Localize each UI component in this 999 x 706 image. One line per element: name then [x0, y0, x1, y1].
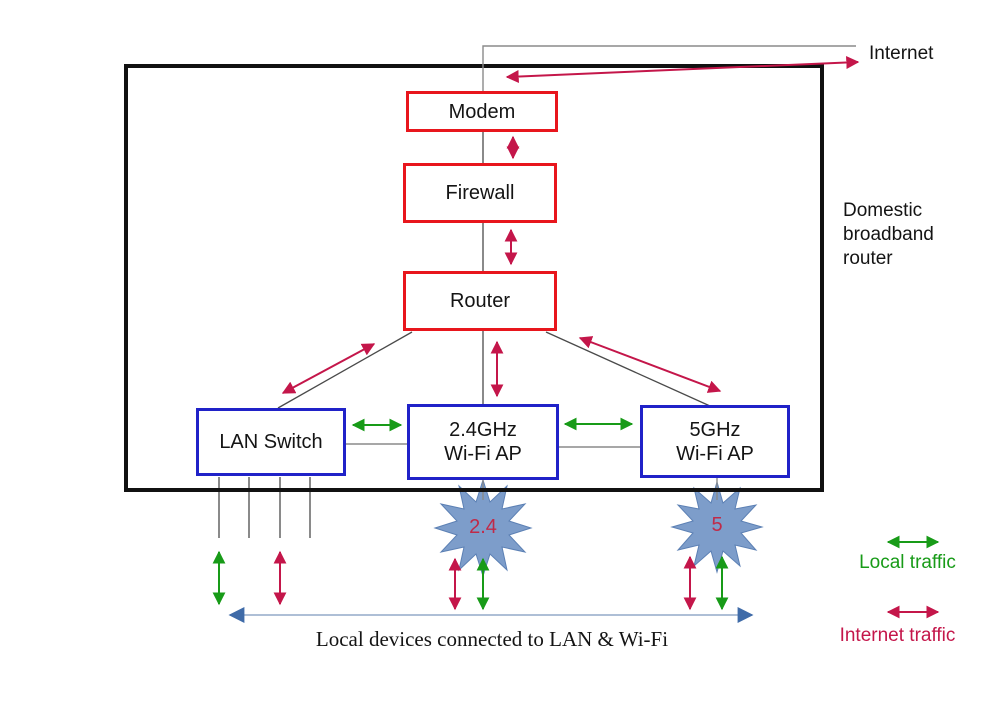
router-ap5-arrow [578, 336, 722, 393]
internet-uplink-line [482, 45, 856, 92]
domestic-broadband-router-label: Domestic broadband router [843, 200, 934, 269]
broadband-router-enclosure-box [124, 64, 824, 492]
node-wifi-ap-2-4ghz: 2.4GHz Wi-Fi AP [407, 404, 559, 480]
physical-link-lines [277, 45, 856, 448]
firewall-label: Firewall [445, 182, 515, 204]
lan-port-lines [218, 477, 718, 538]
legend-internet-traffic-label: Internet traffic [839, 625, 956, 646]
node-firewall: Firewall [403, 163, 557, 223]
lan-switch-label: LAN Switch [219, 431, 323, 453]
star-5ghz-label: 5 [711, 514, 723, 536]
internet-arrow [505, 56, 860, 83]
internet-label: Internet [869, 43, 934, 64]
ap24-label-line2: Wi-Fi AP [444, 443, 522, 465]
local-traffic-arrows [212, 417, 940, 611]
ap5-label-line2: Wi-Fi AP [676, 442, 754, 465]
router-lanswitch-line [277, 331, 413, 409]
ap5-label-line1: 5GHz [689, 418, 741, 441]
router-label: Router [449, 290, 511, 312]
local-devices-caption: Local devices connected to LAN & Wi-Fi [315, 627, 669, 651]
node-modem: Modem [406, 91, 558, 132]
star-2-4ghz-label: 2.4 [469, 516, 497, 538]
router-ap5-line [545, 331, 711, 407]
ap24-label-line1: 2.4GHz [449, 419, 517, 441]
modem-label: Modem [448, 100, 516, 123]
node-router: Router [403, 271, 557, 331]
router-lanswitch-arrow [281, 343, 376, 394]
node-wifi-ap-5ghz: 5GHz Wi-Fi AP [640, 405, 790, 478]
internet-traffic-arrows [273, 56, 940, 619]
node-lan-switch: LAN Switch [196, 408, 346, 476]
legend-local-traffic-label: Local traffic [859, 552, 956, 573]
